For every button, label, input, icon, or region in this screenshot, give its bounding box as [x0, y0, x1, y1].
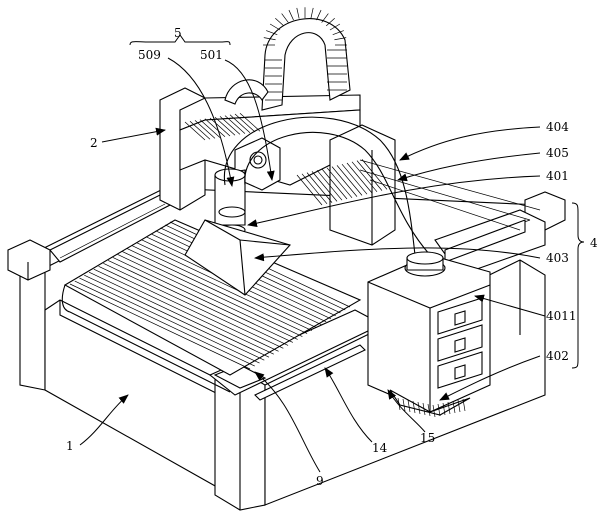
- work-table: [61, 219, 362, 393]
- label-405: 405: [546, 146, 569, 160]
- label-404: 404: [546, 120, 569, 134]
- label-4011: 4011: [546, 309, 577, 323]
- label-403: 403: [546, 251, 569, 265]
- label-5: 5: [174, 26, 182, 40]
- label-14: 14: [372, 441, 388, 455]
- left-rail: [7, 194, 171, 281]
- cable-drag-chain: [224, 7, 351, 111]
- label-2: 2: [90, 136, 98, 150]
- label-1: 1: [66, 439, 74, 453]
- labels: 5 509 501 2 404 405 401 4 403 4011 402 1…: [66, 26, 598, 488]
- label-501: 501: [200, 48, 223, 62]
- right-rail: [434, 191, 566, 276]
- label-9: 9: [316, 474, 324, 488]
- label-15: 15: [420, 431, 435, 445]
- label-401: 401: [546, 169, 569, 183]
- control-box: [367, 251, 491, 418]
- label-509: 509: [138, 48, 161, 62]
- label-402: 402: [546, 349, 569, 363]
- label-4: 4: [590, 236, 598, 250]
- spindle-head: [184, 137, 291, 296]
- dust-hose: [223, 116, 431, 256]
